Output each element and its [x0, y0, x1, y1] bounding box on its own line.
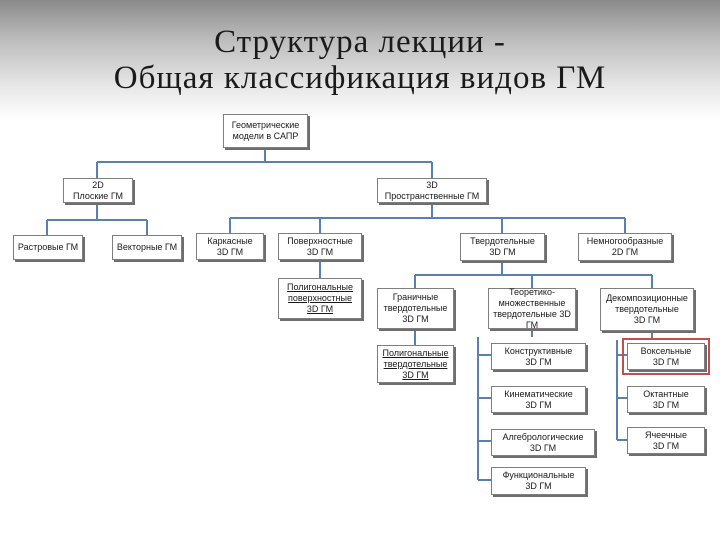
node-cellular: Ячеечные 3D ГМ — [627, 427, 705, 454]
title-line-1: Структура лекции - — [214, 24, 506, 60]
node-set-theoretic-solid: Теоретико- множественные твердотельные 3… — [488, 287, 576, 330]
node-decomposition-solid: Декомпозиционные твердотельные 3D ГМ — [600, 288, 694, 331]
node-octree: Октантные 3D ГМ — [627, 386, 705, 413]
node-non-manifold: Немногообразные 2D ГМ — [578, 233, 672, 261]
node-geometric-models-cad: Геометрические модели в САПР — [223, 114, 308, 148]
node-raster: Растровые ГМ — [13, 235, 83, 260]
node-polygonal-solid: Полигональные твердотельные 3D ГМ — [377, 345, 454, 383]
title-line-2: Общая классификация видов ГМ — [113, 60, 607, 96]
node-solid: Твердотельные 3D ГМ — [460, 233, 545, 261]
node-kinematic: Кинематические 3D ГМ — [491, 386, 586, 413]
node-surface: Поверхностные 3D ГМ — [278, 233, 362, 260]
node-wireframe: Каркасные 3D ГМ — [196, 233, 264, 260]
node-3d-spatial: 3D Пространственные ГМ — [377, 178, 487, 203]
node-boundary-solid: Граничные твердотельные 3D ГМ — [377, 288, 454, 329]
node-constructive: Конструктивные 3D ГМ — [491, 343, 586, 370]
node-functional: Функциональные 3D ГМ — [491, 467, 586, 495]
node-polygonal-surface: Полигональные поверхностные 3D ГМ — [278, 278, 362, 319]
node-vector: Векторные ГМ — [112, 235, 182, 260]
node-2d-flat: 2D Плоские ГМ — [63, 178, 133, 203]
node-algebraic: Алгебрологические 3D ГМ — [491, 429, 595, 456]
node-voxel-highlighted: Воксельные 3D ГМ — [622, 338, 710, 375]
